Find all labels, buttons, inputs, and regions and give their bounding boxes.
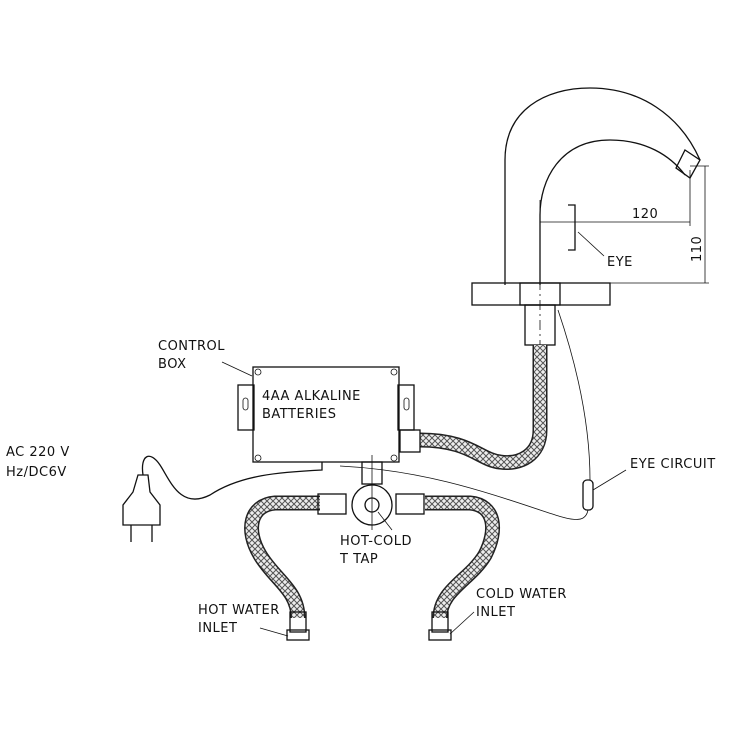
cold-inlet-label-line2: INLET bbox=[476, 605, 515, 620]
power-cord bbox=[141, 455, 323, 500]
hot-water-hose bbox=[245, 497, 320, 619]
control-box: 4AA ALKALINE BATTERIES bbox=[237, 366, 415, 463]
batteries-label-line2: BATTERIES bbox=[262, 407, 337, 422]
cold-inlet-fitting bbox=[431, 611, 449, 633]
hot-inlet-fitting bbox=[289, 611, 307, 633]
hot-cold-t-tap bbox=[317, 455, 425, 530]
eye-circuit-label: EYE CIRCUIT bbox=[630, 457, 716, 472]
t-tap-label-line2: T TAP bbox=[339, 552, 378, 567]
faucet-supply-hose bbox=[419, 345, 546, 469]
power-plug bbox=[122, 474, 161, 542]
eye-wire bbox=[557, 309, 591, 481]
dimension-110-label: 110 bbox=[690, 236, 705, 262]
cold-inlet-label-line1: COLD WATER bbox=[476, 587, 567, 602]
eye-circuit-connector bbox=[582, 479, 594, 511]
power-label-line2: Hz/DC6V bbox=[6, 465, 67, 480]
batteries-label-line1: 4AA ALKALINE bbox=[262, 389, 361, 404]
cold-water-hose bbox=[425, 497, 499, 619]
eye-label: EYE bbox=[607, 255, 633, 270]
hot-inlet-label-line2: INLET bbox=[198, 621, 237, 636]
control-box-label-line1: CONTROL bbox=[158, 339, 225, 354]
power-label-line1: AC 220 V bbox=[6, 445, 70, 460]
dimension-110: 110 bbox=[610, 165, 709, 284]
hot-inlet-label-line1: HOT WATER bbox=[198, 603, 280, 618]
dimension-120-label: 120 bbox=[632, 207, 658, 222]
countertop bbox=[471, 282, 611, 306]
faucet bbox=[471, 87, 701, 360]
t-tap-label-line1: HOT-COLD bbox=[340, 534, 412, 549]
dimension-120: 120 bbox=[540, 170, 691, 226]
control-box-label-line2: BOX bbox=[158, 357, 187, 372]
